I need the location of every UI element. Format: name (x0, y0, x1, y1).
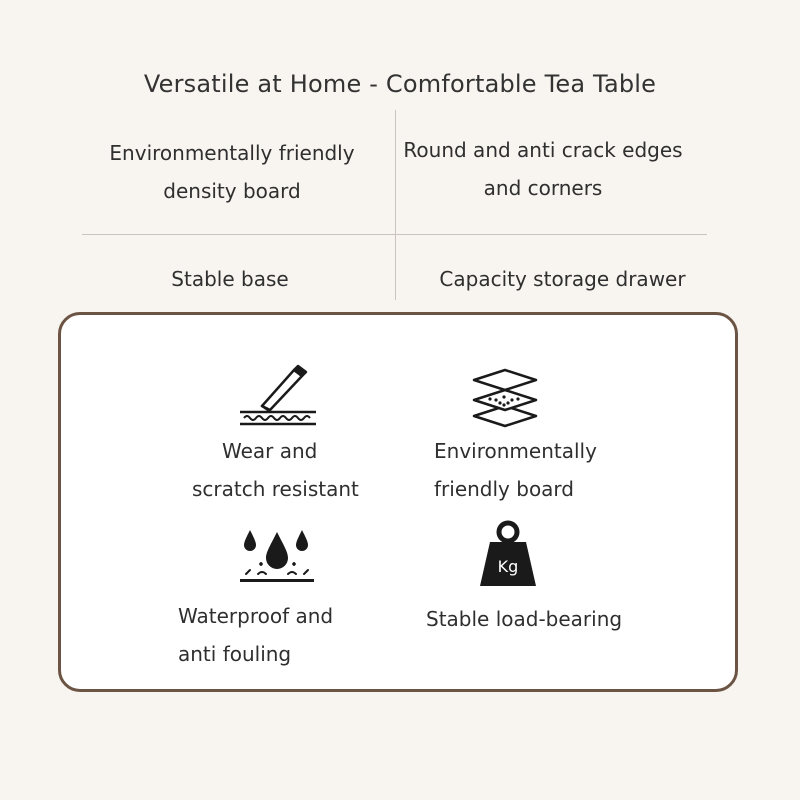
card-item-line: Stable load-bearing (426, 607, 623, 631)
feature-line: and corners (483, 176, 603, 200)
feature-line: Environmentally friendly (109, 141, 355, 165)
card-item-load: Stable load-bearing (426, 600, 622, 638)
feature-card (58, 312, 738, 692)
card-item-line: Wear and (222, 439, 318, 463)
kg-weight-icon: Kg (480, 520, 536, 586)
layered-board-icon (472, 368, 538, 428)
card-item-line: Environmentally (434, 439, 597, 463)
card-item-line: Waterproof and (178, 604, 334, 628)
grid-divider-vertical (395, 110, 396, 300)
grid-divider-horizontal (82, 234, 707, 235)
card-item-board: Environmentally friendly board (434, 432, 597, 508)
card-item-wear: Wear and (222, 432, 317, 470)
feature-stable-base: Stable base (171, 267, 289, 291)
kg-weight-label: Kg (498, 557, 519, 576)
card-item-waterproof: Waterproof and anti fouling (178, 597, 333, 673)
card-item-wear-line2: scratch resistant (192, 477, 359, 501)
card-item-line: friendly board (434, 477, 574, 501)
water-drops-icon (240, 530, 314, 582)
feature-line: Round and anti crack edges (403, 138, 683, 162)
feature-line: density board (163, 179, 301, 203)
card-item-line: anti fouling (178, 642, 292, 666)
page-title: Versatile at Home - Comfortable Tea Tabl… (143, 70, 657, 98)
feature-round-edges: Round and anti crack edges and corners (398, 131, 688, 207)
feature-density-board: Environmentally friendly density board (92, 134, 372, 210)
wear-scratch-icon (240, 364, 316, 426)
feature-storage-drawer: Capacity storage drawer (439, 267, 686, 291)
